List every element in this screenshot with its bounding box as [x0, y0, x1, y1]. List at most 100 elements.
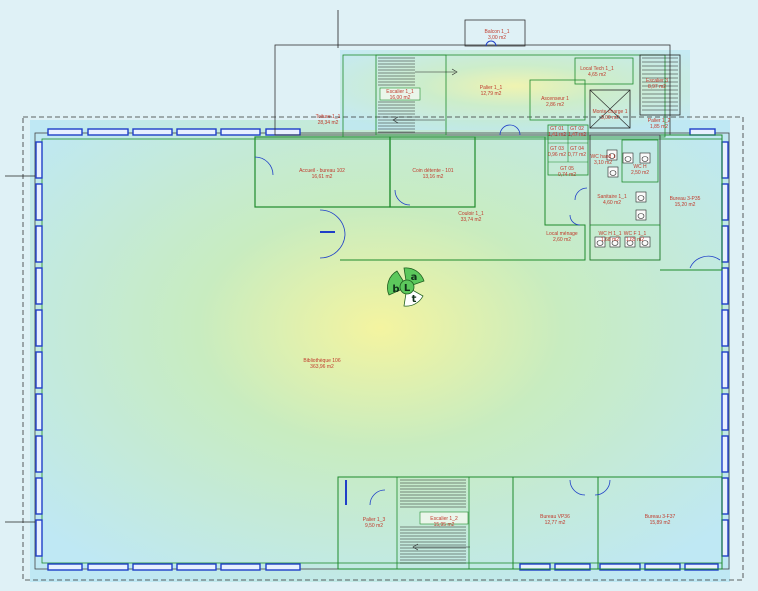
balcony-walls	[464, 19, 526, 47]
window	[87, 128, 129, 136]
local-tech-room	[574, 57, 634, 85]
window	[519, 563, 551, 571]
shaft-cross-2	[589, 89, 631, 129]
toilet-fixture	[635, 191, 647, 203]
window	[265, 128, 301, 136]
door-palier-south	[369, 489, 386, 506]
wc-row	[589, 224, 661, 261]
window	[554, 563, 591, 571]
room-name-label: Monte-charge 1	[592, 109, 627, 115]
compass-center[interactable]	[399, 279, 415, 295]
window	[265, 563, 301, 571]
room-name-label: GT 02	[570, 126, 584, 132]
toilet-fixture	[607, 166, 619, 178]
toilet-bowl	[641, 156, 649, 162]
room-name-label: WC F 1_1	[624, 231, 647, 237]
window	[721, 351, 729, 389]
window	[176, 563, 217, 571]
room-area-label: 1,65 m2	[626, 237, 644, 243]
room-area-label: 33,74 m2	[461, 217, 482, 223]
toilet-bowl	[641, 240, 649, 246]
window	[35, 141, 43, 179]
window	[599, 563, 641, 571]
balcony-door	[485, 40, 497, 47]
room-name-label: Ascenseur 1	[541, 96, 569, 102]
room-name-label: Sanitaire 1_1	[597, 194, 627, 200]
window	[684, 563, 719, 571]
window	[35, 519, 43, 557]
stair-arrow-head	[451, 68, 458, 76]
room-area-label: 363,96 m2	[310, 364, 334, 370]
room-name-label: GT 01	[550, 126, 564, 132]
window	[47, 128, 83, 136]
toilet-fixture	[639, 236, 651, 248]
monte-charge-shaft	[589, 89, 631, 129]
toilet-bowl	[624, 156, 632, 162]
room-labels: Balcon 1_13,00 m2 Local Tech 1_14,65 m2 Es…	[299, 29, 701, 529]
room-area-label: 3,00 m2	[488, 35, 506, 41]
window	[35, 225, 43, 263]
room-name-label: Bibliothèque 106	[303, 358, 340, 364]
room-area-label: 2,50 m2	[631, 170, 649, 176]
door-f37	[594, 479, 611, 496]
room-name-label: Palier 1_2	[648, 118, 671, 124]
room-name-label: Balcon 1_1	[484, 29, 509, 35]
stair-east	[639, 54, 681, 116]
navigation-compass[interactable]: a L b t	[387, 267, 425, 307]
room-name-label: WC hand 1	[590, 154, 615, 160]
room-area-label: 1,68 m2	[601, 237, 619, 243]
stair-south-arrow-head	[412, 543, 419, 551]
door-coin	[394, 189, 411, 206]
toilet-fixture	[639, 152, 651, 164]
room-name-label: Coin détente - 101	[412, 168, 453, 174]
stair-arrow-head-2	[392, 116, 399, 124]
window	[35, 183, 43, 221]
room-area-label: 13,16 m2	[423, 174, 444, 180]
room-area-label: 3,10 m2	[594, 160, 612, 166]
door-vp36	[569, 479, 586, 496]
toilet-fixtures	[594, 149, 651, 248]
room-area-label: 15,89 m2	[650, 520, 671, 526]
room-name-label: Escalier 1_1	[386, 89, 414, 95]
window	[132, 128, 173, 136]
room-name-label: GT 05	[560, 166, 574, 172]
windows-bottom	[47, 563, 719, 571]
room-name-label: Bureau VP36	[540, 514, 570, 520]
compass-letter-a: a	[411, 272, 418, 283]
window	[132, 563, 173, 571]
room-name-label: WC H 1_1	[598, 231, 621, 237]
window	[721, 309, 729, 347]
toilet-fixture	[609, 236, 621, 248]
stair-south-treads	[400, 479, 466, 564]
window	[721, 393, 729, 431]
window	[721, 477, 729, 515]
room-name-label: Local Tech 1_1	[580, 66, 614, 72]
toilet-fixture	[635, 209, 647, 221]
room-area-label: 15,95 m2	[434, 522, 455, 528]
door-bureau-p35	[689, 255, 721, 269]
compass-letter-t: t	[412, 294, 417, 305]
window	[35, 477, 43, 515]
stair-east-treads	[642, 57, 678, 111]
room-name-label: Palier 1_3	[363, 517, 386, 523]
room-area-label: 0,74 m2	[558, 172, 576, 178]
library-walls	[41, 138, 723, 564]
room-area-label: 4,65 m2	[588, 72, 606, 78]
toilet-bowl	[626, 240, 634, 246]
room-name-label: Local ménage	[546, 231, 578, 237]
room-area-label: 28,34 m2	[318, 120, 339, 126]
room-name-label: Bureau 3-F37	[645, 514, 676, 520]
room-name-label: Escalier 1_2	[430, 516, 458, 522]
toilet-fixture	[622, 152, 634, 164]
compass-letter-l: L	[404, 283, 411, 294]
room-area-label: 1,41 m2	[548, 132, 566, 138]
toilet-bowl	[637, 213, 645, 219]
room-area-label: 12,77 m2	[545, 520, 566, 526]
room-area-label: 4,60 m2	[603, 200, 621, 206]
toilet-bowl	[609, 170, 617, 176]
window	[35, 435, 43, 473]
window	[721, 267, 729, 305]
room-name-label: Bureau 3-P35	[670, 196, 701, 202]
